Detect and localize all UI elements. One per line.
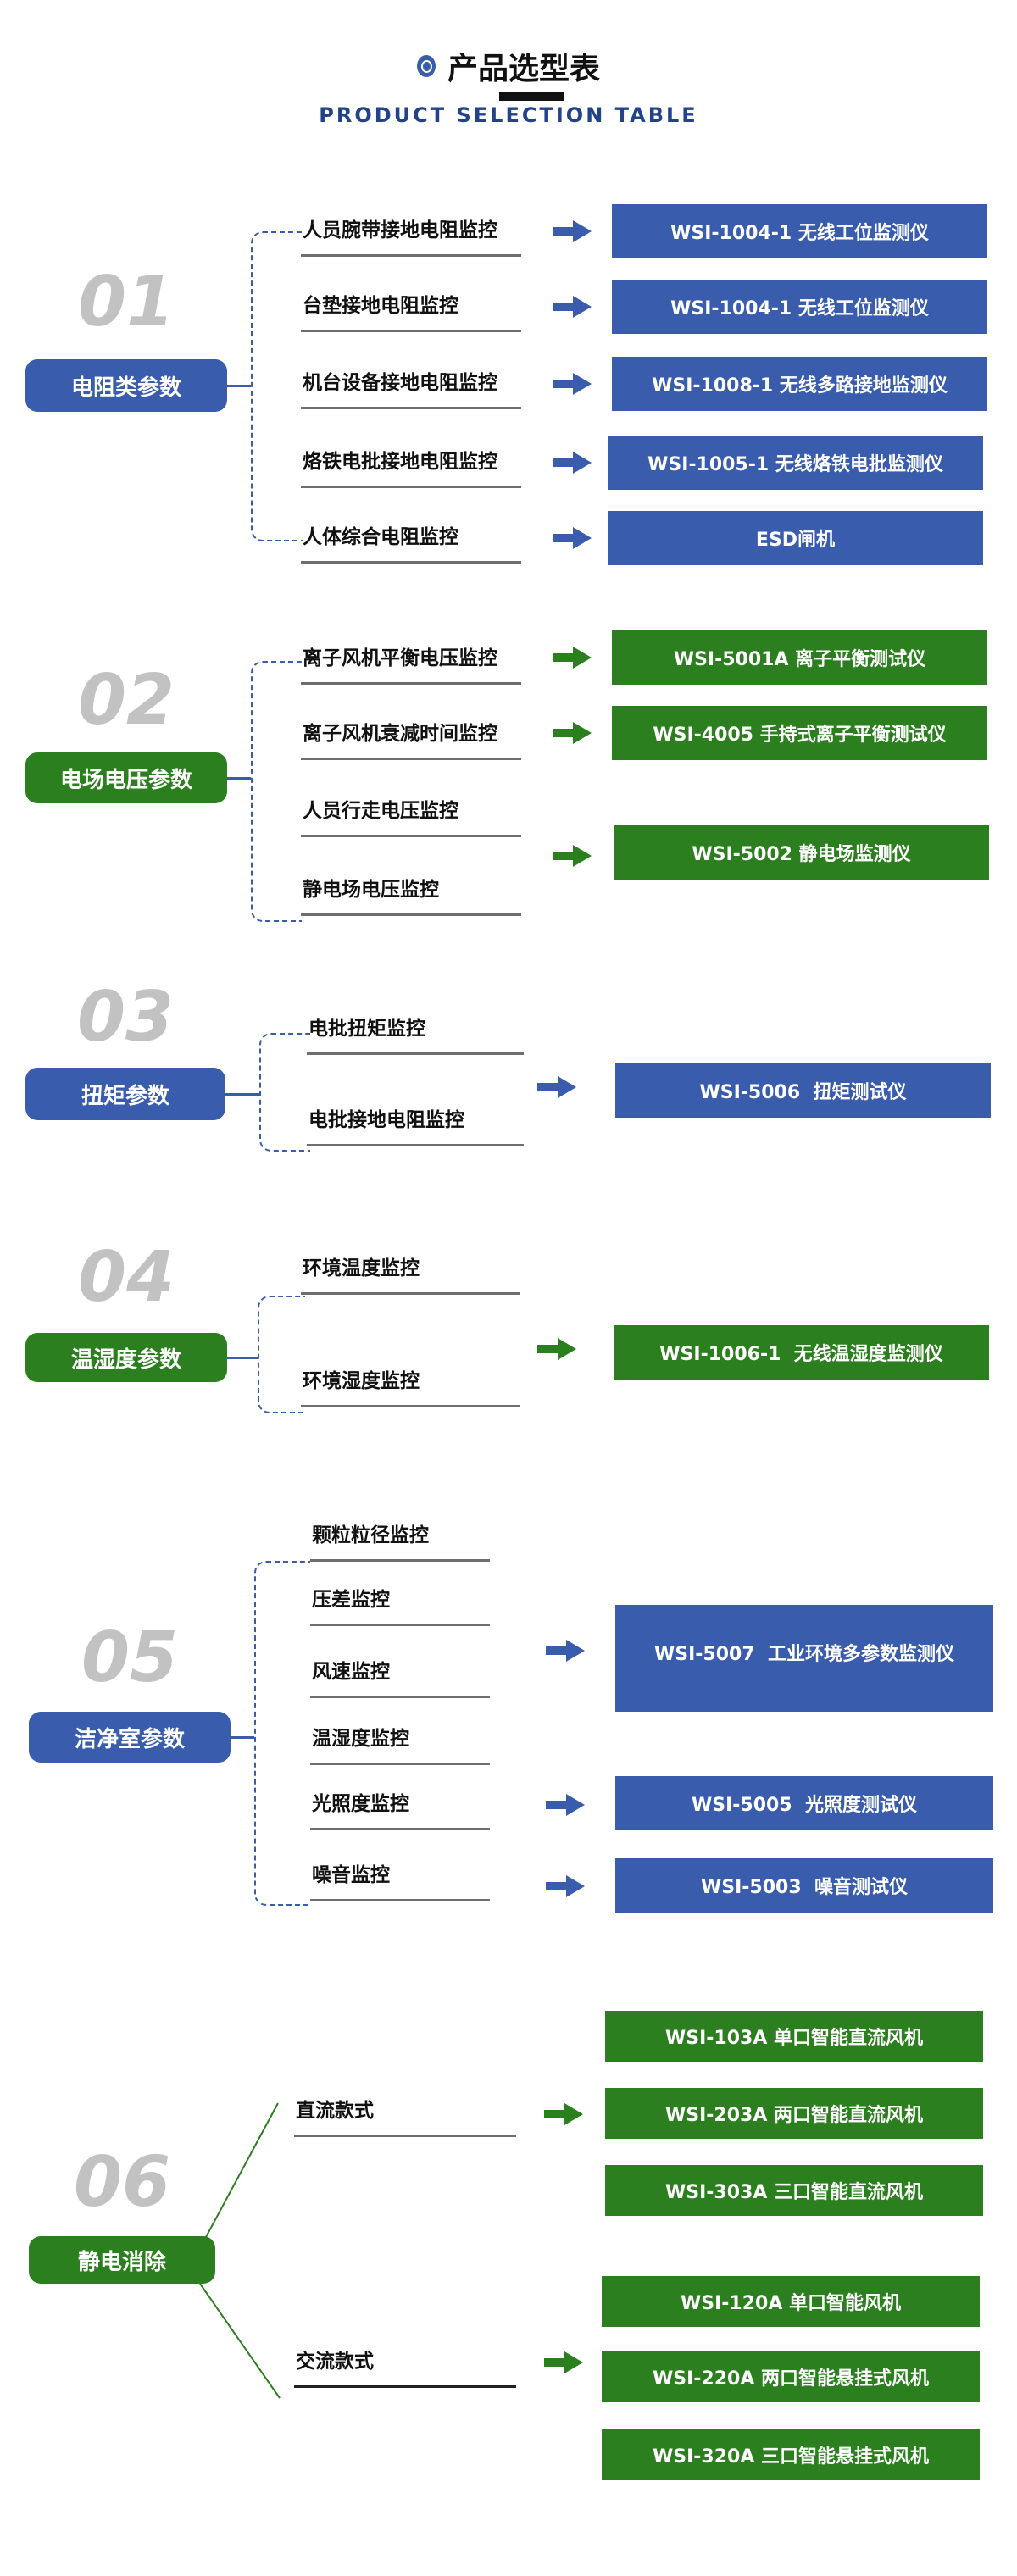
arrow-right-icon xyxy=(553,722,592,744)
category-label: 静电消除 xyxy=(29,2236,215,2284)
product-button[interactable]: ESD闸机 xyxy=(608,511,983,565)
arrow-right-icon xyxy=(546,1794,585,1816)
monitor-item: 电批接地电阻监控 xyxy=(307,1108,524,1146)
product-button[interactable]: WSI-220A 两口智能悬挂式风机 xyxy=(602,2351,980,2402)
bracket-connector xyxy=(258,1296,305,1413)
title-divider xyxy=(499,92,564,101)
connector-line xyxy=(225,1093,259,1096)
monitor-item: 离子风机衰减时间监控 xyxy=(301,721,521,760)
product-button[interactable]: WSI-1004-1 无线工位监测仪 xyxy=(612,280,987,334)
monitor-item: 环境温度监控 xyxy=(301,1256,520,1295)
page-subtitle: PRODUCT SELECTION TABLE xyxy=(319,103,698,127)
product-button[interactable]: WSI-103A 单口智能直流风机 xyxy=(605,2011,983,2062)
section-number: 01 xyxy=(77,262,175,342)
monitor-item: 噪音监控 xyxy=(310,1863,490,1901)
product-button[interactable]: WSI-5003 噪音测试仪 xyxy=(615,1858,993,1913)
monitor-item: 人员腕带接地电阻监控 xyxy=(301,218,521,257)
product-button[interactable]: WSI-5001A 离子平衡测试仪 xyxy=(612,630,987,685)
category-label: 电场电压参数 xyxy=(25,752,227,803)
monitor-item: 静电场电压监控 xyxy=(301,877,521,916)
connector-line xyxy=(227,777,251,780)
product-button[interactable]: WSI-1005-1 无线烙铁电批监测仪 xyxy=(608,436,983,490)
arrow-right-icon xyxy=(553,527,592,549)
monitor-item: 温湿度监控 xyxy=(310,1726,490,1765)
monitor-item: 台垫接地电阻监控 xyxy=(301,293,521,332)
product-button[interactable]: WSI-5007 工业环境多参数监测仪 xyxy=(615,1605,993,1712)
page-header: 产品选型表 xyxy=(0,44,1017,88)
monitor-item: 人员行走电压监控 xyxy=(301,798,521,837)
monitor-item: 电批扭矩监控 xyxy=(307,1016,524,1055)
bracket-connector xyxy=(254,1561,310,1906)
page-title-text: 产品选型表 xyxy=(447,52,600,86)
bracket-connector xyxy=(251,661,302,922)
arrow-right-icon xyxy=(544,2103,583,2125)
product-button[interactable]: WSI-4005 手持式离子平衡测试仪 xyxy=(612,706,987,760)
arrow-right-icon xyxy=(553,373,592,395)
product-button[interactable]: WSI-120A 单口智能风机 xyxy=(602,2276,980,2327)
connector-line xyxy=(231,1736,254,1739)
product-button[interactable]: WSI-5002 静电场监测仪 xyxy=(614,825,989,880)
monitor-item: 压差监控 xyxy=(310,1587,490,1626)
connector-line xyxy=(227,1357,258,1359)
section-number: 03 xyxy=(76,977,175,1058)
product-button[interactable]: WSI-203A 两口智能直流风机 xyxy=(605,2088,983,2139)
arrow-right-icon xyxy=(544,2351,583,2373)
monitor-item: 颗粒粒径监控 xyxy=(310,1523,490,1562)
arrow-right-icon xyxy=(546,1640,585,1662)
product-button[interactable]: WSI-5005 光照度测试仪 xyxy=(615,1776,993,1830)
monitor-item: 环境湿度监控 xyxy=(301,1368,520,1407)
product-button[interactable]: WSI-1006-1 无线温湿度监测仪 xyxy=(614,1325,989,1380)
monitor-item: 交流款式 xyxy=(294,2349,516,2388)
section-number: 05 xyxy=(81,1618,179,1698)
section-number: 04 xyxy=(77,1237,175,1318)
category-label: 扭矩参数 xyxy=(25,1068,225,1120)
product-button[interactable]: WSI-5006 扭矩测试仪 xyxy=(615,1063,991,1118)
arrow-right-icon xyxy=(553,845,592,867)
arrow-right-icon xyxy=(553,296,592,318)
monitor-item: 离子风机平衡电压监控 xyxy=(301,646,521,685)
product-button[interactable]: WSI-303A 三口智能直流风机 xyxy=(605,2165,983,2216)
product-button[interactable]: WSI-1008-1 无线多路接地监测仪 xyxy=(612,357,987,411)
arrow-right-icon xyxy=(537,1076,576,1098)
monitor-item: 机台设备接地电阻监控 xyxy=(301,370,521,409)
monitor-item: 光照度监控 xyxy=(310,1791,490,1830)
section-number: 02 xyxy=(77,660,175,741)
arrow-right-icon xyxy=(553,452,592,474)
category-label: 洁净室参数 xyxy=(29,1712,231,1763)
monitor-item: 直流款式 xyxy=(294,2098,516,2137)
category-label: 电阻类参数 xyxy=(25,359,227,412)
bracket-connector xyxy=(251,231,303,541)
category-label: 温湿度参数 xyxy=(25,1333,227,1382)
branch-lines xyxy=(0,2076,339,2457)
product-button[interactable]: WSI-320A 三口智能悬挂式风机 xyxy=(602,2429,980,2480)
arrow-right-icon xyxy=(553,220,592,242)
section-number: 06 xyxy=(73,2142,171,2223)
circle-bullet-icon xyxy=(416,55,436,77)
product-button[interactable]: WSI-1004-1 无线工位监测仪 xyxy=(612,204,987,258)
monitor-item: 烙铁电批接地电阻监控 xyxy=(301,449,521,488)
arrow-right-icon xyxy=(537,1338,576,1360)
bracket-connector xyxy=(259,1033,310,1152)
monitor-item: 人体综合电阻监控 xyxy=(301,525,521,564)
arrow-right-icon xyxy=(553,647,592,669)
monitor-item: 风速监控 xyxy=(310,1659,490,1698)
connector-line xyxy=(227,385,251,387)
arrow-right-icon xyxy=(546,1875,585,1897)
page-title: 产品选型表 xyxy=(416,44,600,88)
